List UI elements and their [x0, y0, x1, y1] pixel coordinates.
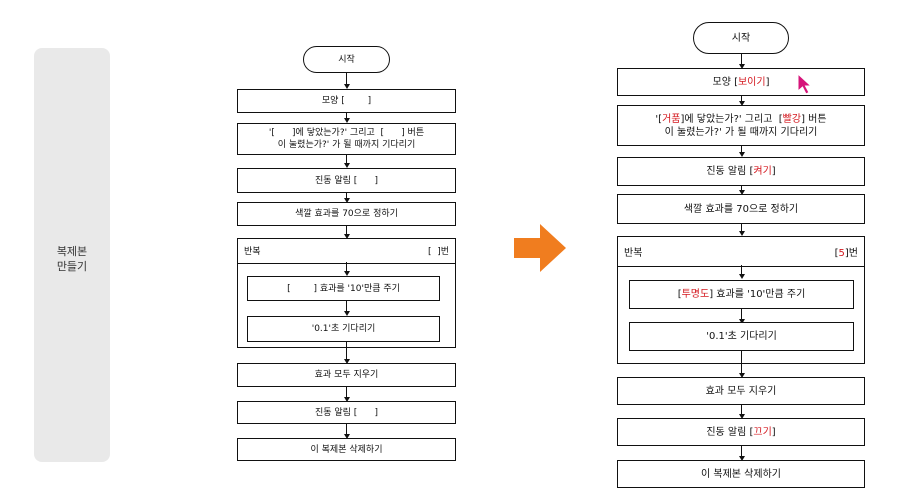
- wait-seconds-text: '0.1'초 기다리기: [311, 324, 376, 334]
- start-terminal: 시작: [693, 22, 789, 54]
- give-effect-text: [ ] 효과를 '10'만큼 주기: [287, 283, 400, 294]
- connector: [346, 72, 348, 86]
- connector: [741, 405, 743, 417]
- loop-count: [ ]번: [427, 247, 449, 257]
- shape-step: 모양 [ ]: [237, 89, 456, 113]
- arrowhead: [344, 118, 350, 123]
- arrowhead: [344, 198, 350, 203]
- vibration-text: 진동 알림 [ ]: [314, 175, 379, 186]
- connector: [346, 424, 348, 437]
- arrowhead: [344, 359, 350, 364]
- color-effect-text: 색깔 효과를 70으로 정하기: [295, 209, 398, 219]
- repeat-loop: 반복 [ ]번: [237, 238, 456, 348]
- arrowhead: [739, 190, 745, 195]
- start-terminal: 시작: [303, 46, 390, 73]
- connector: [741, 224, 743, 234]
- wait-until-step: '[거품]에 닿았는가?' 그리고 [빨강] 버튼 이 눌렸는가?' 가 될 때…: [617, 105, 865, 146]
- color-effect-step: 색깔 효과를 70으로 정하기: [237, 202, 456, 226]
- delete-clone-text: 이 복제본 삭제하기: [701, 468, 781, 480]
- vibration-off-text: 진동 알림 [끄기]: [706, 426, 776, 438]
- clear-effects-step: 효과 모두 지우기: [617, 377, 865, 405]
- shape-text: 모양 [보이기]: [712, 76, 770, 88]
- connector: [741, 54, 743, 66]
- right-arrow-icon: [514, 224, 566, 272]
- connector: [346, 342, 348, 362]
- arrowhead: [344, 234, 350, 239]
- vibration-text: 진동 알림 [켜기]: [706, 166, 776, 177]
- arrowhead: [739, 101, 745, 106]
- connector: [741, 446, 743, 459]
- connector: [741, 96, 743, 104]
- connector: [346, 387, 348, 400]
- vibration-off-step: 진동 알림 [ ]: [237, 401, 456, 424]
- wait-until-step: '[ ]에 닿았는가?' 그리고 [ ] 버튼 이 눌렸는가?' 가 될 때까지…: [237, 123, 456, 155]
- connector: [346, 300, 348, 314]
- vibration-on-step: 진동 알림 [켜기]: [617, 157, 865, 186]
- wait-seconds-step: '0.1'초 기다리기: [629, 322, 854, 351]
- vibration-off-text: 진동 알림 [ ]: [314, 407, 379, 418]
- arrowhead: [344, 434, 350, 439]
- color-effect-step: 색깔 효과를 70으로 정하기: [617, 194, 865, 224]
- connector: [741, 265, 743, 277]
- connector: [346, 112, 348, 121]
- vibration-on-step: 진동 알림 [ ]: [237, 168, 456, 193]
- clear-effects-text: 효과 모두 지우기: [314, 370, 379, 380]
- connector: [346, 193, 348, 201]
- connector: [741, 186, 743, 193]
- connector: [346, 262, 348, 274]
- wait-seconds-step: '0.1'초 기다리기: [247, 316, 440, 342]
- delete-clone-step: 이 복제본 삭제하기: [617, 460, 865, 488]
- arrowhead: [739, 64, 745, 69]
- connector: [346, 226, 348, 237]
- delete-clone-step: 이 복제본 삭제하기: [237, 438, 456, 461]
- mouse-cursor-icon: [797, 73, 813, 95]
- arrowhead: [344, 397, 350, 402]
- vibration-off-step: 진동 알림 [끄기]: [617, 418, 865, 446]
- loop-header: 반복 [5]번: [618, 237, 864, 267]
- loop-count: [5]번: [834, 248, 858, 259]
- arrowhead: [739, 231, 745, 236]
- wait-seconds-text: '0.1'초 기다리기: [706, 331, 777, 342]
- arrowhead: [739, 274, 745, 279]
- arrowhead: [344, 271, 350, 276]
- start-label: 시작: [731, 32, 751, 44]
- connector: [346, 155, 348, 166]
- clear-effects-step: 효과 모두 지우기: [237, 363, 456, 387]
- loop-header: 반복 [ ]번: [238, 239, 455, 264]
- delete-clone-text: 이 복제본 삭제하기: [310, 444, 383, 455]
- arrowhead: [344, 311, 350, 316]
- give-effect-text: [투명도] 효과를 '10'만큼 주기: [677, 289, 806, 300]
- loop-label: 반복: [624, 248, 643, 259]
- arrowhead: [739, 152, 745, 157]
- give-effect-step: [ ] 효과를 '10'만큼 주기: [247, 276, 440, 301]
- arrowhead: [344, 84, 350, 89]
- wait-until-text: '[ ]에 닿았는가?' 그리고 [ ] 버튼 이 눌렸는가?' 가 될 때까지…: [268, 128, 425, 150]
- sidebar-label: 복제본 만들기: [56, 245, 88, 273]
- repeat-loop: 반복 [5]번: [617, 236, 865, 364]
- arrowhead: [739, 456, 745, 461]
- arrowhead: [739, 414, 745, 419]
- shape-step: 모양 [보이기]: [617, 68, 865, 96]
- shape-text: 모양 [ ]: [321, 96, 372, 106]
- wait-until-text: '[거품]에 닿았는가?' 그리고 [빨강] 버튼 이 눌렸는가?' 가 될 때…: [655, 113, 827, 138]
- arrowhead: [739, 319, 745, 324]
- color-effect-text: 색깔 효과를 70으로 정하기: [683, 203, 799, 215]
- connector: [741, 146, 743, 155]
- clear-effects-text: 효과 모두 지우기: [705, 385, 777, 397]
- sidebar-panel: 복제본 만들기: [34, 48, 110, 462]
- give-effect-step: [투명도] 효과를 '10'만큼 주기: [629, 280, 854, 309]
- loop-label: 반복: [244, 247, 261, 257]
- arrowhead: [344, 163, 350, 168]
- arrowhead: [739, 373, 745, 378]
- start-label: 시작: [338, 54, 355, 65]
- connector: [741, 309, 743, 322]
